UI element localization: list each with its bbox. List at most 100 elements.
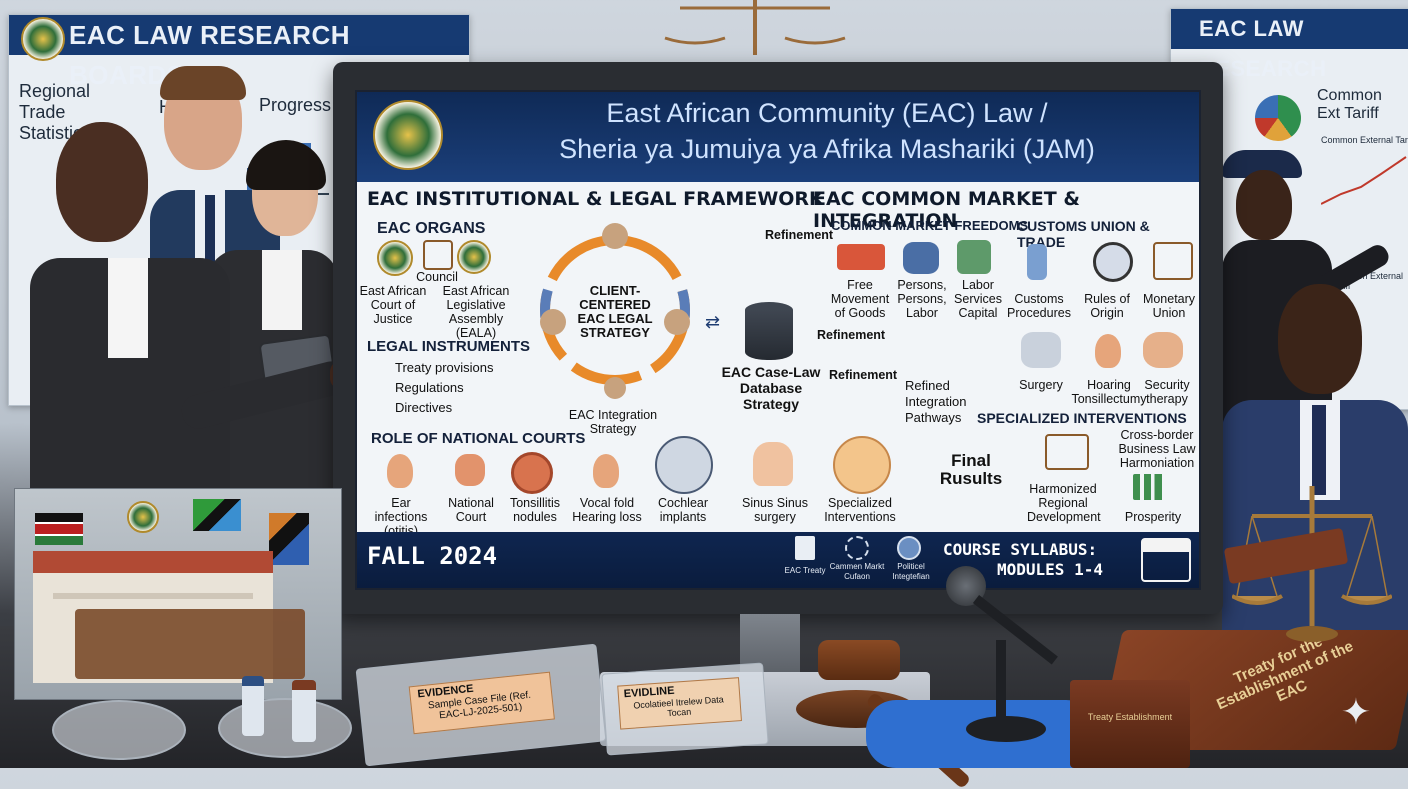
- cycle-bottom-label: EAC Integration Strategy: [568, 408, 658, 436]
- syllabus-line1: COURSE SYLLABUS:: [943, 540, 1098, 559]
- money-icon: [957, 240, 991, 274]
- court-item-2: National Court: [448, 496, 494, 524]
- ear-icon: [387, 454, 413, 488]
- specialized-item-2: Harmonized Regional Development: [1027, 482, 1101, 524]
- growth-chart-icon: [1133, 474, 1169, 500]
- court-item-3: Tonsillitis nodules: [509, 496, 560, 524]
- people-icon: [903, 242, 939, 274]
- sparkle-icon: ✦: [1340, 691, 1372, 732]
- petri-dish-1: [52, 700, 186, 760]
- petri-dish-2: [218, 698, 352, 758]
- court-seal-icon: [377, 240, 413, 276]
- vial-2: [292, 680, 316, 742]
- sinus-icon: [753, 442, 793, 486]
- organs-title: EAC ORGANS: [377, 220, 486, 237]
- globe-icon: [897, 536, 921, 560]
- ear-small-icon: [1095, 334, 1121, 368]
- market-ring-icon: [845, 536, 869, 560]
- monitor-screen: East African Community (EAC) Law / Sheri…: [355, 90, 1201, 590]
- footer-icon-label-3: Politicel Integtefian: [892, 562, 930, 581]
- scissors-icon: [1021, 332, 1061, 368]
- microphone-stand: [996, 640, 1006, 740]
- section-common-market: EAC COMMON MARKET & INTEGRATION: [813, 188, 1080, 232]
- refinement-label-3: Refinement: [829, 368, 898, 382]
- output-item-2: Sinus Sinus surgery: [741, 496, 808, 524]
- screen-footer: [357, 532, 1199, 588]
- customs-item-1: Customs Procedures: [1007, 292, 1071, 320]
- evidence-bag-2: EVIDLINE Ocolatieel Itrelew Data Tocan: [601, 662, 769, 756]
- row3-item-2: Hoaring Tonsillectumy: [1071, 378, 1147, 406]
- freedom-item-1: Free Movement of Goods: [830, 278, 890, 320]
- right-board-title: EAC LAW RESEARCH: [1171, 9, 1408, 81]
- national-courts-title: ROLE OF NATIONAL COURTS: [371, 430, 586, 447]
- truck-icon: [837, 244, 885, 270]
- instrument-item-3: Directives: [395, 400, 453, 415]
- refinement-label-1: Refinement: [765, 228, 834, 242]
- line-chart-icon: [1321, 156, 1407, 205]
- treaty-book: Treaty for the Establishment of the EAC …: [1070, 620, 1408, 768]
- freedom-item-2: Persons, Persons, Labor: [897, 278, 947, 320]
- security-icon: [1143, 332, 1183, 368]
- footer-term: FALL 2024: [367, 542, 498, 570]
- flag-tanzania-icon: [193, 499, 241, 531]
- footer-icon-label-2: Cammen Markt Cufaon: [829, 562, 885, 581]
- right-board-panel1: Common Ext Tariff: [1317, 87, 1382, 122]
- left-board-panel1: Regional Trade Statistics: [19, 81, 92, 143]
- court-icon: [455, 454, 485, 486]
- cochlear-implant-icon: [655, 436, 713, 494]
- output-item-1: Cochlear implants: [657, 496, 709, 524]
- organ-council: Council: [416, 270, 458, 284]
- screen-header: [357, 92, 1199, 182]
- gavel-head: [818, 640, 900, 680]
- customs-item-3: Monetary Union: [1142, 292, 1196, 320]
- row3-item-3: Security therapy: [1144, 378, 1190, 406]
- classroom-icon: [1141, 538, 1191, 582]
- row3-item-1: Surgery: [1019, 378, 1063, 392]
- screen-title-line2: Sheria ya Jumuiya ya Afrika Mashariki (J…: [559, 134, 1095, 164]
- instrument-item-1: Treaty provisions: [395, 360, 494, 375]
- specialized-item-3: Prosperity: [1124, 510, 1182, 524]
- footer-icon-label-1: EAC Treaty: [784, 566, 826, 575]
- left-board-title: EAC LAW RESEARCH BOARDS: [9, 15, 469, 90]
- vial-1: [242, 676, 264, 736]
- instruments-title: LEGAL INSTRUMENTS: [367, 338, 531, 355]
- output-item-3: Specialized Interventions: [824, 496, 896, 524]
- organ-court: East African Court of Justice: [359, 284, 427, 326]
- freedoms-title: COMMON MARKET FREEDOMS: [831, 218, 1029, 233]
- book-spine-text: Treaty Establishment: [1087, 712, 1173, 722]
- syllabus-line2: MODULES 1-4: [997, 560, 1103, 579]
- magnifier-icon: [1093, 242, 1133, 282]
- scales-of-justice-icon: [664, 0, 846, 55]
- strategy-cycle-diagram: [540, 223, 690, 399]
- specialized-title: SPECIALIZED INTERVENTIONS: [977, 410, 1187, 426]
- eac-logo-icon: [373, 100, 443, 170]
- model-seal-icon: [127, 501, 159, 533]
- eac-seal-icon: [21, 17, 65, 61]
- woman-presenting: [0, 108, 370, 558]
- court-item-4: Vocal fold Hearing loss: [572, 496, 642, 524]
- handshake-icon: [833, 436, 891, 494]
- justice-scale-icon: [1045, 434, 1089, 470]
- final-results: Final Rusults: [939, 451, 1003, 488]
- swap-arrows-icon: ⇄: [705, 312, 721, 332]
- microphone-base: [966, 716, 1046, 742]
- left-board-panel3: Progress: [259, 95, 332, 115]
- courtroom-benches: [75, 609, 305, 679]
- ear-hearing-icon: [593, 454, 619, 488]
- court-item-1: Ear infections (otitis): [374, 496, 428, 538]
- customs-item-2: Rules of Origin: [1084, 292, 1130, 320]
- instrument-item-2: Regulations: [395, 380, 464, 395]
- courtroom-model: [14, 488, 342, 700]
- screen-title-line1: East African Community (EAC) Law /: [606, 98, 1048, 128]
- monetary-scale-icon: [1153, 242, 1193, 280]
- right-board-chart-label1: Common External Tariff: [1321, 135, 1408, 145]
- database-icon: [745, 302, 793, 362]
- pie-chart-icon: [1255, 95, 1301, 141]
- presentation-monitor: East African Community (EAC) Law / Sheri…: [333, 62, 1223, 614]
- refined-pathways: Refined Integration Pathways: [905, 378, 967, 425]
- organ-eala: East African Legislative Assembly (EALA): [442, 284, 510, 340]
- treaty-doc-icon: [795, 536, 815, 560]
- bottle-icon: [1027, 244, 1047, 280]
- eala-seal-icon: [457, 240, 491, 274]
- freedom-item-3: Labor Services Capital: [954, 278, 1002, 320]
